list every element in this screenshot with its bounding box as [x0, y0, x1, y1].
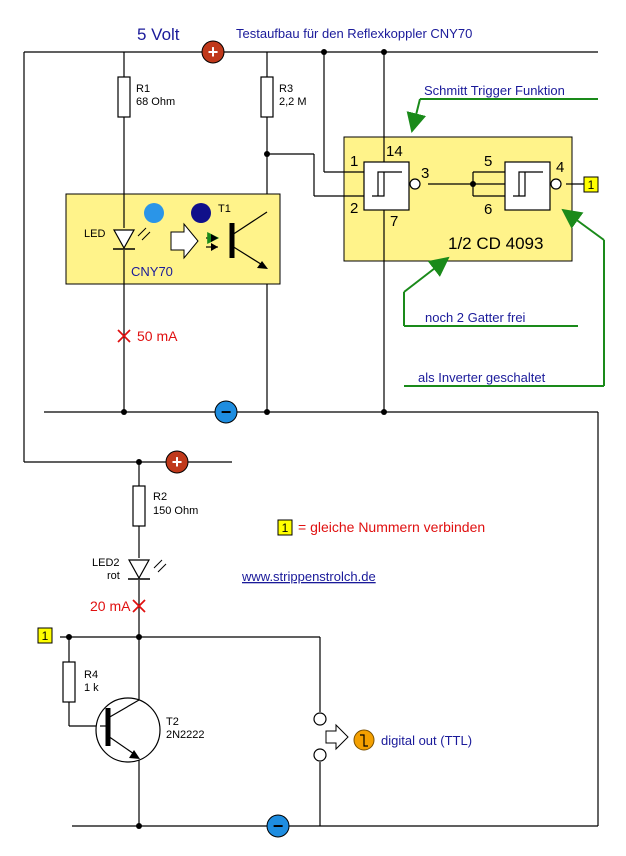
top-plus-rail — [23, 51, 598, 463]
current-label-2: 20 mA — [90, 598, 131, 614]
output-arrow-icon — [325, 723, 349, 751]
led-emission-arrows — [137, 227, 151, 241]
connector-legend-text: = gleiche Nummern verbinden — [298, 519, 485, 535]
digital-out-label: digital out (TTL) — [381, 733, 472, 748]
top-plus-node — [201, 40, 225, 64]
gate-1-inverter-bubble — [409, 178, 421, 190]
connector-1-bottom-label: 1 — [42, 629, 49, 643]
pin-6: 6 — [484, 201, 492, 218]
led-dark-indicator — [191, 203, 211, 223]
bottom-plus-symbol: + — [172, 452, 183, 472]
pin-1: 1 — [350, 153, 358, 170]
t2-type: 2N2222 — [166, 729, 205, 741]
schmitt-gate-1 — [363, 161, 410, 211]
r1-value: 68 Ohm — [136, 96, 175, 108]
gates-free-label: noch 2 Gatter frei — [425, 310, 526, 325]
led-diode-symbol — [112, 229, 136, 250]
current-label-1: 50 mA — [137, 328, 178, 344]
pin-3: 3 — [421, 165, 429, 182]
led-label: LED — [84, 228, 105, 240]
connector-legend-number: 1 — [282, 521, 289, 535]
pin-2: 2 — [350, 200, 358, 217]
bottom-plus-node — [165, 450, 189, 474]
r3-value: 2,2 M — [279, 96, 307, 108]
t2-name: T2 — [166, 716, 179, 728]
title-label: Testaufbau für den Reflexkoppler CNY70 — [236, 26, 472, 41]
connector-1-bottom — [37, 627, 53, 644]
resistor-r2 — [132, 485, 146, 527]
led2-color: rot — [107, 570, 120, 582]
r4-name: R4 — [84, 669, 98, 681]
r1-name: R1 — [136, 83, 150, 95]
r2-name: R2 — [153, 491, 167, 503]
bottom-minus-node — [266, 814, 290, 838]
top-minus-rail — [44, 411, 599, 826]
top-minus-node — [214, 400, 238, 424]
led2-diode-symbol — [127, 559, 151, 580]
led2-name: LED2 — [92, 557, 120, 569]
pin-4: 4 — [556, 159, 564, 176]
schmitt-trigger-label: Schmitt Trigger Funktion — [424, 83, 565, 98]
output-terminal-top[interactable] — [313, 712, 327, 726]
resistor-r4 — [62, 661, 76, 703]
resistor-r1 — [117, 76, 131, 118]
ic-label: 1/2 CD 4093 — [448, 234, 543, 253]
led-light-indicator — [144, 203, 164, 223]
top-minus-symbol: − — [221, 402, 232, 422]
cny70-label: CNY70 — [131, 264, 173, 279]
gate-2-inverter-bubble — [550, 178, 562, 190]
connector-legend-box — [277, 519, 293, 536]
r2-value: 150 Ohm — [153, 505, 198, 517]
website-link[interactable]: www.strippenstrolch.de — [241, 569, 376, 584]
current-cross-2 — [132, 599, 146, 613]
voltage-label: 5 Volt — [137, 25, 180, 44]
r4-value: 1 k — [84, 682, 99, 694]
pin-5: 5 — [484, 153, 492, 170]
bottom-minus-symbol: − — [273, 816, 284, 836]
schmitt-gate-2 — [504, 161, 551, 211]
reflection-arrow-icon — [170, 222, 199, 260]
top-plus-symbol: + — [208, 42, 219, 62]
t1-label: T1 — [218, 203, 231, 215]
resistor-r3 — [260, 76, 274, 118]
connector-1-top-label: 1 — [588, 178, 595, 192]
pin-14: 14 — [386, 143, 403, 160]
transistor-t2 — [95, 697, 161, 763]
connector-1-top — [583, 176, 599, 193]
r3-name: R3 — [279, 83, 293, 95]
pin-7: 7 — [390, 213, 398, 230]
led2-emission-arrows — [153, 559, 167, 573]
inverter-label: als Inverter geschaltet — [418, 370, 546, 385]
output-terminal-bottom[interactable] — [313, 748, 327, 762]
current-cross-1 — [117, 329, 131, 343]
lower-wiring — [60, 462, 598, 827]
